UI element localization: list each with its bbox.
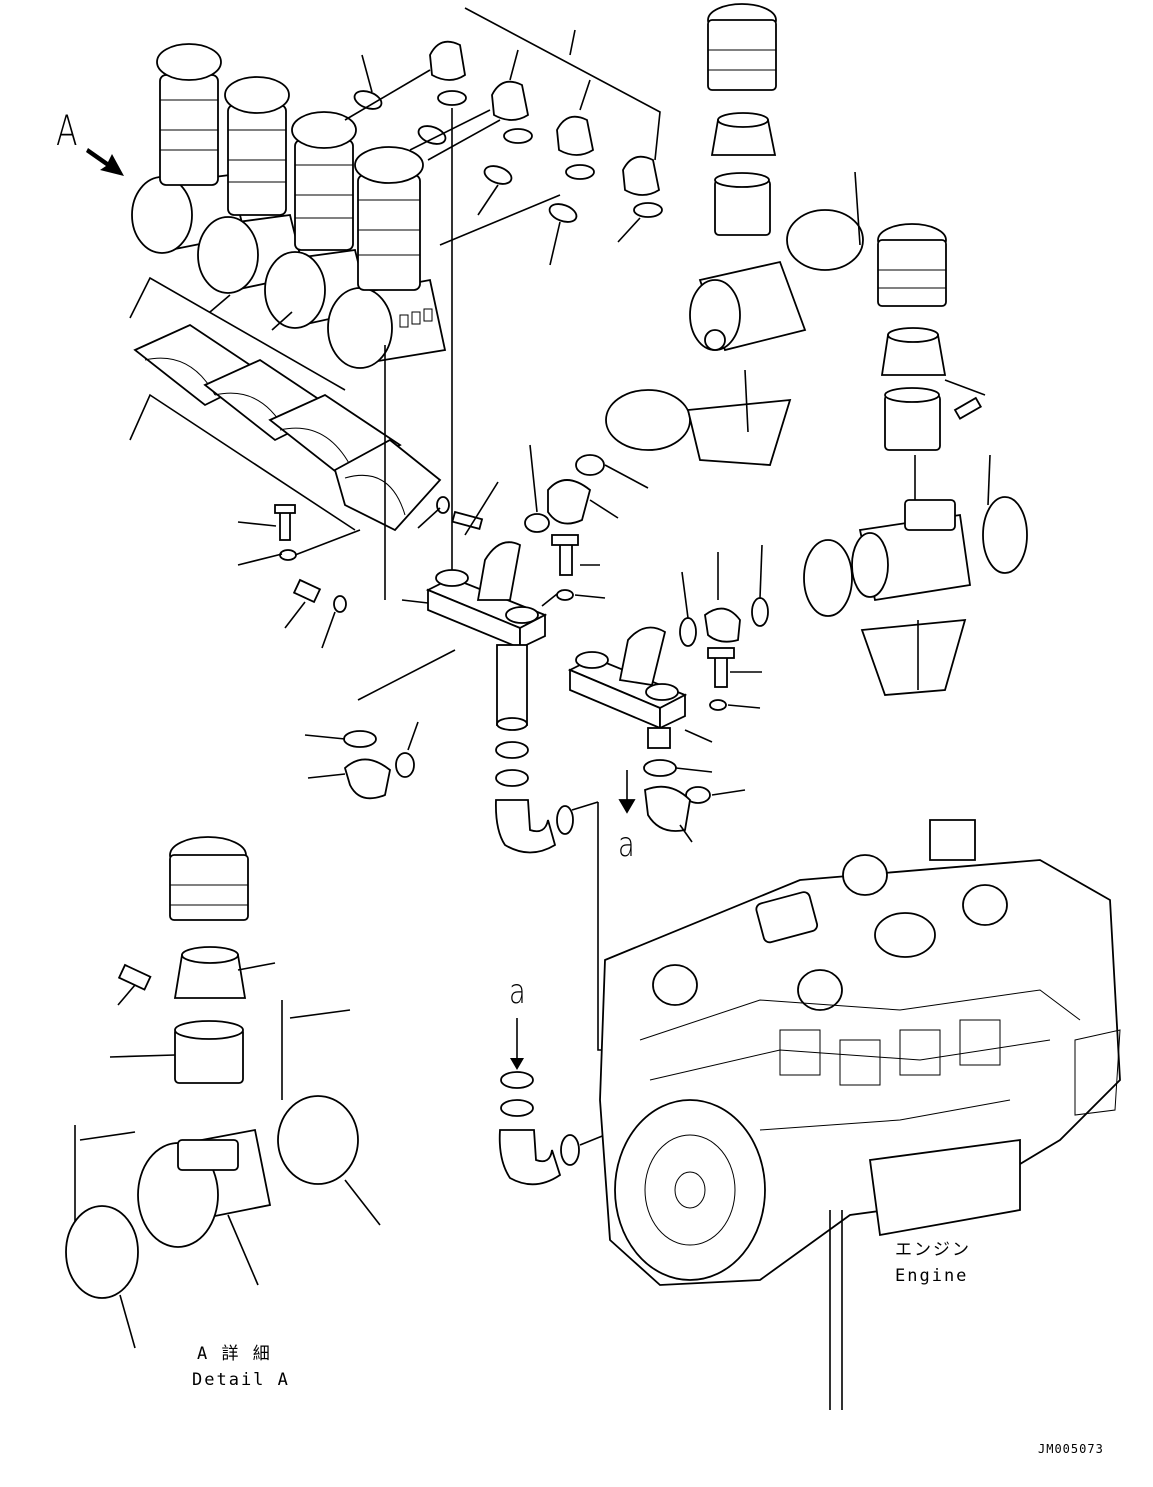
engine-label-jp: エンジン — [895, 1240, 971, 1260]
precleaner-1 — [156, 43, 222, 186]
section-marker-a-top: a — [618, 825, 635, 865]
rings-center — [495, 741, 640, 1051]
lower-center-elbow — [498, 1018, 643, 1186]
lower-left-elbow — [304, 649, 456, 800]
mounting-saddles — [129, 323, 442, 532]
section-marker-a-bottom: a — [509, 972, 526, 1012]
hose-clamps-top — [344, 54, 663, 600]
drawing-code: JM005073 — [1038, 1442, 1104, 1456]
arrow-icon — [86, 148, 124, 176]
connector-pipe-right — [567, 544, 769, 843]
engine-drawing — [599, 819, 1121, 1410]
pipe-parts-center — [524, 444, 649, 601]
air-cleaner-bank — [129, 43, 447, 391]
precleaner-3 — [291, 111, 357, 251]
view-marker-a: A — [56, 106, 78, 155]
engine-label-en: Engine — [895, 1266, 969, 1286]
detail-a-label-jp: A 詳 細 — [197, 1344, 272, 1364]
detail-a-drawing — [65, 836, 381, 1349]
bolts-washers-left — [237, 481, 499, 649]
precleaner-4 — [354, 146, 424, 291]
air-cleaner-exploded-right — [605, 3, 864, 466]
air-cleaner-body-2 — [197, 214, 307, 294]
connector-pipe-left — [401, 541, 563, 731]
detail-a-label-en: Detail A — [192, 1370, 290, 1390]
air-cleaner-single-right — [803, 223, 1028, 696]
intake-elbows — [429, 7, 661, 196]
precleaner-2 — [224, 76, 290, 216]
air-cleaner-body-4 — [327, 278, 447, 369]
